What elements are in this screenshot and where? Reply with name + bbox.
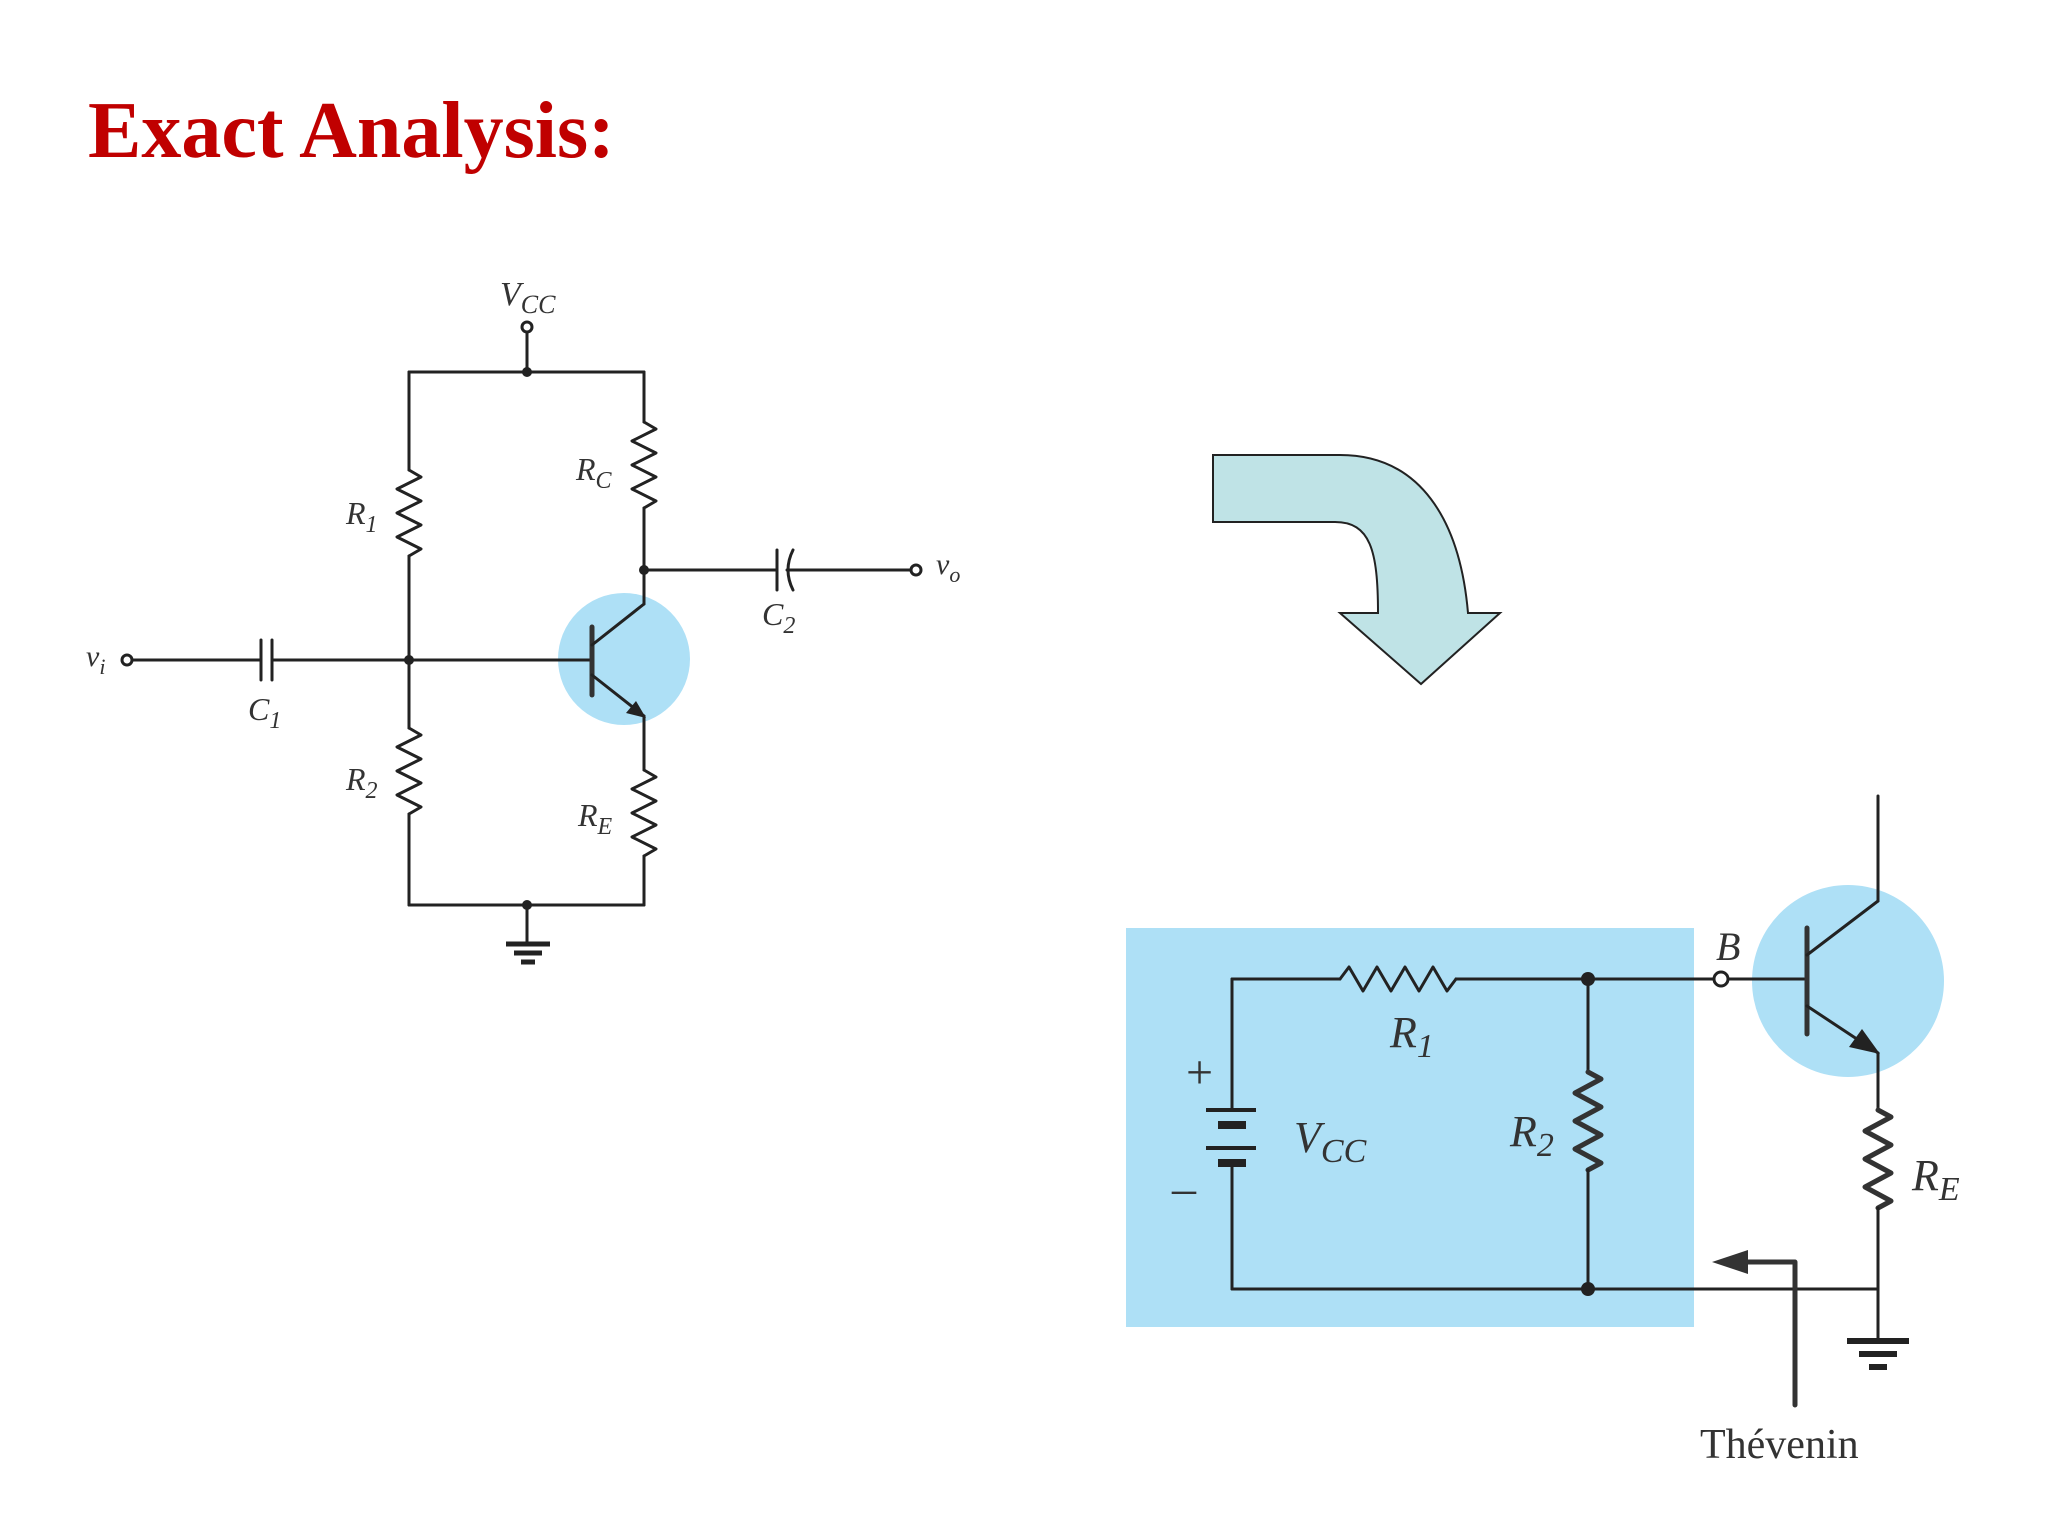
left-re-resistor (630, 768, 658, 858)
left-vo-label: vo (936, 548, 960, 587)
right-r2-label: R2 (1509, 1107, 1554, 1164)
left-r1-resistor (395, 468, 423, 558)
left-vcc-label: VCC (500, 276, 556, 319)
thevenin-label: Thévenin (1700, 1422, 1859, 1468)
vcc-battery-symbol (1206, 1108, 1256, 1167)
right-re-label: RE (1911, 1151, 1960, 1208)
thevenin-highlight-box (1126, 928, 1694, 1327)
left-rc-resistor (630, 420, 658, 510)
left-c1-label: C1 (248, 691, 281, 734)
left-r1-label: R1 (345, 495, 378, 538)
left-rc-label: RC (575, 451, 613, 494)
base-label: B (1716, 924, 1740, 969)
left-vi-label: vi (86, 640, 105, 679)
right-r1-resistor (1338, 965, 1458, 993)
left-re-label: RE (577, 797, 613, 840)
slide-title: Exact Analysis: (88, 87, 615, 175)
left-r2-resistor (395, 726, 423, 816)
right-r2-resistor (1572, 1069, 1604, 1173)
right-r1-label: R1 (1389, 1008, 1434, 1065)
left-vo-terminal (909, 563, 923, 577)
base-terminal (1712, 970, 1730, 988)
thevenin-pointer-arrow (1712, 1250, 1798, 1408)
left-circuit: VCC RC R1 R2 RE C1 C2 vi vo (86, 276, 960, 965)
left-r2-label: R2 (345, 761, 378, 804)
right-transistor-highlight (1752, 885, 1944, 1077)
right-re-resistor (1862, 1107, 1894, 1211)
right-circuit: + – VCC R1 R2 RE B Thévenin (1126, 794, 1960, 1468)
right-ground-symbol (1847, 1338, 1909, 1370)
right-vcc-label: VCC (1294, 1113, 1367, 1170)
left-ground-symbol (506, 941, 550, 965)
plus-sign: + (1186, 1046, 1213, 1099)
transform-arrow (1212, 454, 1503, 686)
left-c2-label: C2 (762, 596, 795, 639)
minus-sign: – (1171, 1162, 1197, 1215)
